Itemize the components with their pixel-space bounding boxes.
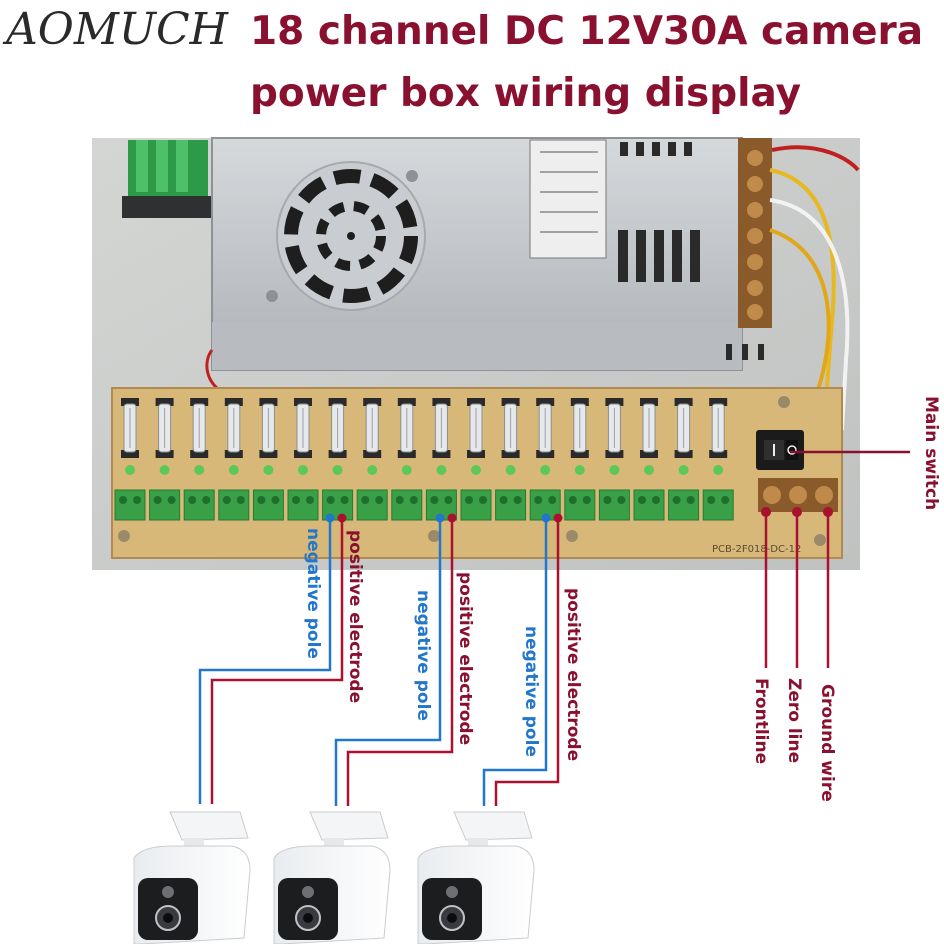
led-icon [678, 465, 689, 475]
label-zero-line: Zero line [784, 678, 804, 763]
output-terminal [114, 489, 146, 521]
label-frontline: Frontline [751, 678, 771, 764]
label-ground-wire: Ground wire [817, 684, 837, 802]
distribution-board: PCB-2F018-DC-12 [111, 387, 843, 559]
ac-lead-dots [761, 507, 833, 517]
channel-16 [633, 398, 665, 521]
camera-icon [417, 811, 535, 944]
power-box-photo: PCB-2F018-DC-12 [92, 137, 860, 570]
channel-5 [252, 398, 284, 521]
output-terminal [218, 489, 250, 521]
channel-11 [460, 398, 492, 521]
label-positive-electrode-2: positive electrode [455, 572, 475, 745]
led-icon [436, 465, 447, 475]
label-negative-pole-3: negative pole [521, 626, 541, 757]
output-terminal [633, 489, 665, 521]
led-icon [471, 465, 481, 475]
label-negative-pole-2: negative pole [413, 590, 433, 721]
camera-icon [273, 811, 391, 944]
board-code: PCB-2F018-DC-12 [712, 544, 801, 555]
ac-input-terminal [758, 478, 838, 512]
led-icon [159, 465, 170, 475]
led-icon [609, 465, 620, 475]
fan-icon [276, 161, 426, 311]
output-terminal [460, 489, 492, 521]
output-terminal [149, 489, 181, 521]
led-icon [574, 465, 585, 475]
psu-vents [618, 142, 764, 360]
switching-power-supply [211, 137, 772, 371]
led-icon [332, 465, 343, 475]
led-icon [298, 465, 308, 475]
label-positive-electrode-3: positive electrode [563, 588, 583, 761]
output-terminal [183, 489, 215, 521]
channel-10 [425, 398, 457, 521]
led-icon [125, 465, 135, 475]
channel-6 [287, 398, 319, 521]
main-switch [756, 430, 804, 470]
output-terminal [252, 489, 284, 521]
channel-8 [356, 398, 388, 521]
channel-17 [668, 398, 700, 521]
output-terminal [356, 489, 388, 521]
ac-lead-lines [764, 508, 830, 668]
label-negative-pole-1: negative pole [303, 528, 323, 659]
output-terminal [668, 489, 700, 521]
output-terminal [391, 489, 423, 521]
psu-terminal-strip [738, 138, 772, 328]
channel-1 [114, 398, 146, 521]
channel-3 [183, 398, 215, 521]
led-icon [505, 465, 516, 475]
channel-array [114, 398, 734, 521]
channel-4 [218, 398, 250, 521]
psu-output-wires [769, 145, 860, 471]
channel-2 [149, 398, 181, 521]
led-icon [194, 465, 205, 475]
brand-logo: AOMUCH [2, 4, 230, 55]
output-terminal [287, 489, 319, 521]
title-line-1: 18 channel DC 12V30A camera [250, 9, 923, 54]
led-icon [263, 465, 274, 475]
led-icon [401, 465, 412, 475]
label-positive-electrode-1: positive electrode [345, 530, 365, 703]
title-line-2: power box wiring display [250, 71, 801, 116]
led-icon [228, 465, 239, 475]
led-icon [644, 465, 654, 475]
channel-13 [529, 398, 561, 521]
channel-18 [702, 398, 734, 521]
channel-12 [495, 398, 527, 521]
psu-label-sticker [529, 139, 607, 259]
camera-wires [198, 516, 560, 806]
channel-14 [564, 398, 596, 521]
led-icon [540, 465, 551, 475]
output-terminal [564, 489, 596, 521]
output-terminal [702, 489, 734, 521]
camera-group [133, 811, 535, 944]
input-terminal-block [122, 140, 218, 218]
camera-wire-dots [325, 513, 563, 523]
led-icon [713, 465, 724, 475]
led-icon [367, 465, 378, 475]
channel-9 [391, 398, 423, 521]
label-main-switch: Main switch [921, 396, 941, 510]
channel-15 [598, 398, 630, 521]
output-terminal [495, 489, 527, 521]
camera-icon [133, 811, 251, 944]
output-terminal [529, 489, 561, 521]
output-terminal [598, 489, 630, 521]
